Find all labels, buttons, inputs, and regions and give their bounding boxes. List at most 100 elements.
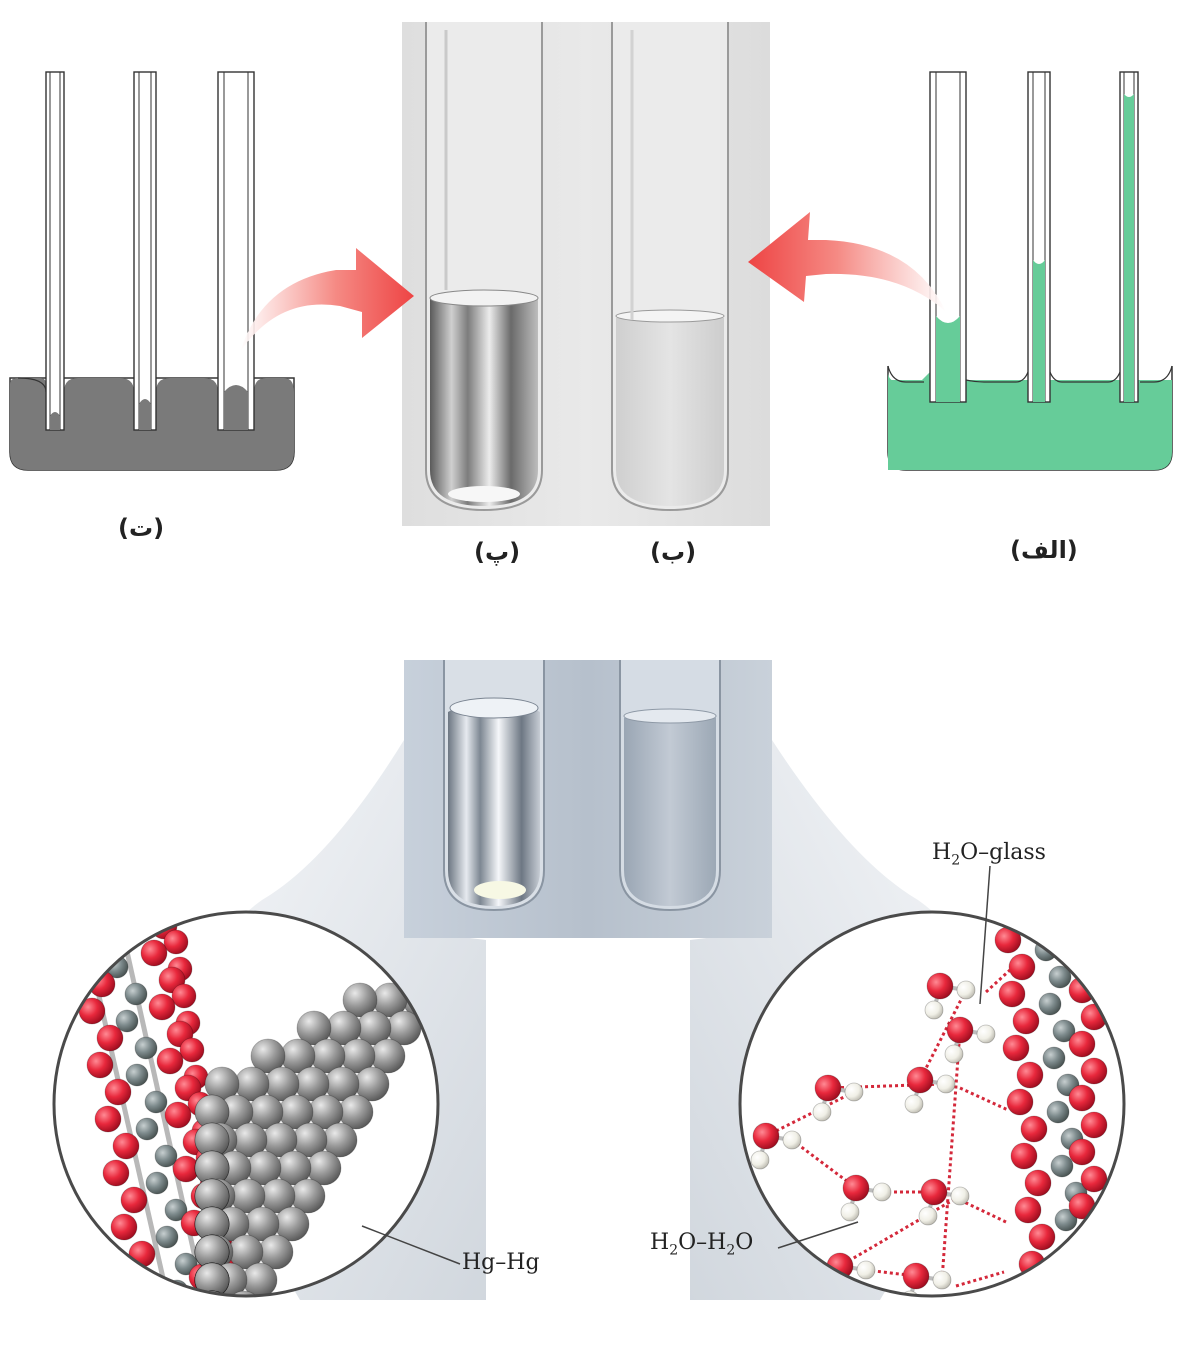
hg-hg-leader: [361, 1225, 461, 1265]
h2o-h2o-sub-2: 2: [726, 1242, 736, 1259]
oxygen-atom: [946, 1016, 974, 1044]
oxygen-atom: [826, 1252, 854, 1280]
h2o-h2o-part-3: O: [735, 1230, 754, 1255]
hydrogen-atom: [932, 1270, 952, 1290]
silicon-atom: [115, 1009, 139, 1033]
oh-bond: [912, 1079, 922, 1105]
mercury-atom: [194, 1234, 230, 1270]
hydrogen-atom: [936, 1074, 956, 1094]
mercury-atom: [402, 982, 438, 1018]
mercury-atom: [308, 1094, 344, 1130]
oxygen-atom: [1006, 1088, 1034, 1116]
oxygen-atom: [88, 970, 116, 998]
mercury-atom: [214, 1206, 250, 1242]
oxygen-atom: [128, 1240, 156, 1268]
oxygen-atom: [1080, 1057, 1108, 1085]
oxygen-atom: [195, 1145, 221, 1171]
mercury-atom: [234, 1066, 270, 1102]
hydrogen-atom: [824, 1280, 844, 1296]
oxygen-atom: [183, 1064, 209, 1090]
mercury-atom: [194, 1262, 230, 1296]
mercury-atom: [226, 1290, 262, 1296]
mercury-atom: [194, 1206, 230, 1242]
silicon-atom: [1054, 1208, 1078, 1232]
mercury-atom: [194, 1290, 230, 1296]
mercury-atom: [194, 1290, 230, 1296]
oxygen-atom: [1068, 976, 1096, 1004]
mercury-atom: [356, 1010, 392, 1046]
mercury-atom: [326, 1010, 362, 1046]
oxygen-atom: [175, 1010, 201, 1036]
mercury-atom: [370, 1038, 406, 1074]
oxygen-atom: [1080, 1165, 1108, 1193]
oh-bond: [933, 1190, 961, 1198]
silicon-atom: [134, 1036, 158, 1060]
oxygen-atom: [920, 1178, 948, 1206]
mercury-atom: [310, 1038, 346, 1074]
mercury-atom: [230, 1178, 266, 1214]
mercury-atom: [194, 1262, 230, 1296]
mercury-atom: [194, 1290, 230, 1296]
hydrogen-atom: [844, 1082, 864, 1102]
mercury-atom: [216, 1150, 252, 1186]
oxygen-atom: [1080, 949, 1108, 977]
oh-bond: [908, 1275, 918, 1296]
oxygen-atom: [1018, 1250, 1046, 1278]
h2o-h2o-sub-1: 2: [669, 1242, 679, 1259]
mercury-atom: [194, 1234, 230, 1270]
oxygen-atom: [187, 1091, 213, 1117]
mercury-atom: [338, 1094, 374, 1130]
mercury-atom: [250, 1038, 286, 1074]
silicon-atom: [105, 955, 129, 979]
mercury-atom: [280, 1038, 316, 1074]
oxygen-atom: [174, 1074, 202, 1102]
mercury-atom: [194, 1234, 230, 1270]
oxygen-atom: [70, 943, 98, 971]
oxygen-atom: [96, 1024, 124, 1052]
mercury-atom: [204, 1066, 240, 1102]
mercury-atom: [194, 1290, 230, 1296]
oxygen-atom: [1010, 1142, 1038, 1170]
hydrogen-bond: [940, 1029, 962, 1281]
mercury-atom: [194, 1262, 230, 1296]
oxygen-atom: [94, 1105, 122, 1133]
hydrogen-bond: [827, 1082, 947, 1090]
mercury-atom: [194, 1262, 230, 1296]
oxygen-atom: [211, 1253, 237, 1279]
mercury-atom: [194, 1262, 230, 1296]
oh-bond: [952, 1029, 962, 1055]
mercury-atom: [194, 1122, 230, 1158]
mercury-atom: [194, 1262, 230, 1296]
silicon-atom: [1058, 1262, 1082, 1286]
oxygen-atom: [163, 929, 189, 955]
mercury-atom: [290, 1178, 326, 1214]
oxygen-atom: [102, 1159, 130, 1187]
mercury-atom: [342, 982, 378, 1018]
silicon-atom: [1064, 1181, 1088, 1205]
oxygen-atom: [188, 1263, 216, 1291]
mercury-atom: [194, 1178, 230, 1214]
mercury-atom: [200, 1178, 236, 1214]
silicon-atom: [1046, 1100, 1070, 1124]
oh-bond: [959, 1028, 987, 1036]
hydrogen-atom: [956, 980, 976, 1000]
oxygen-atom: [1068, 1192, 1096, 1220]
oxygen-atom: [1014, 1196, 1042, 1224]
mercury-beaker: [9, 71, 295, 471]
oxygen-atom: [158, 966, 186, 994]
oh-bond: [932, 985, 942, 1011]
label-t: (ت): [118, 514, 165, 542]
hg-hg-label: Hg–Hg: [462, 1250, 540, 1275]
mercury-atom: [194, 1206, 230, 1242]
hydrogen-bond: [865, 1268, 917, 1278]
hydrogen-bond: [839, 1194, 961, 1268]
h2o-glass-sub: 2: [951, 852, 961, 869]
oh-bond: [855, 1186, 883, 1194]
oxygen-atom: [191, 1118, 217, 1144]
mercury-atom: [248, 1094, 284, 1130]
hydrogen-bond: [959, 1086, 1009, 1112]
oxygen-atom: [172, 1155, 200, 1183]
hydrogen-atom: [904, 1094, 924, 1114]
silicon-atom: [1034, 938, 1058, 962]
oxygen-atom: [118, 1267, 146, 1295]
